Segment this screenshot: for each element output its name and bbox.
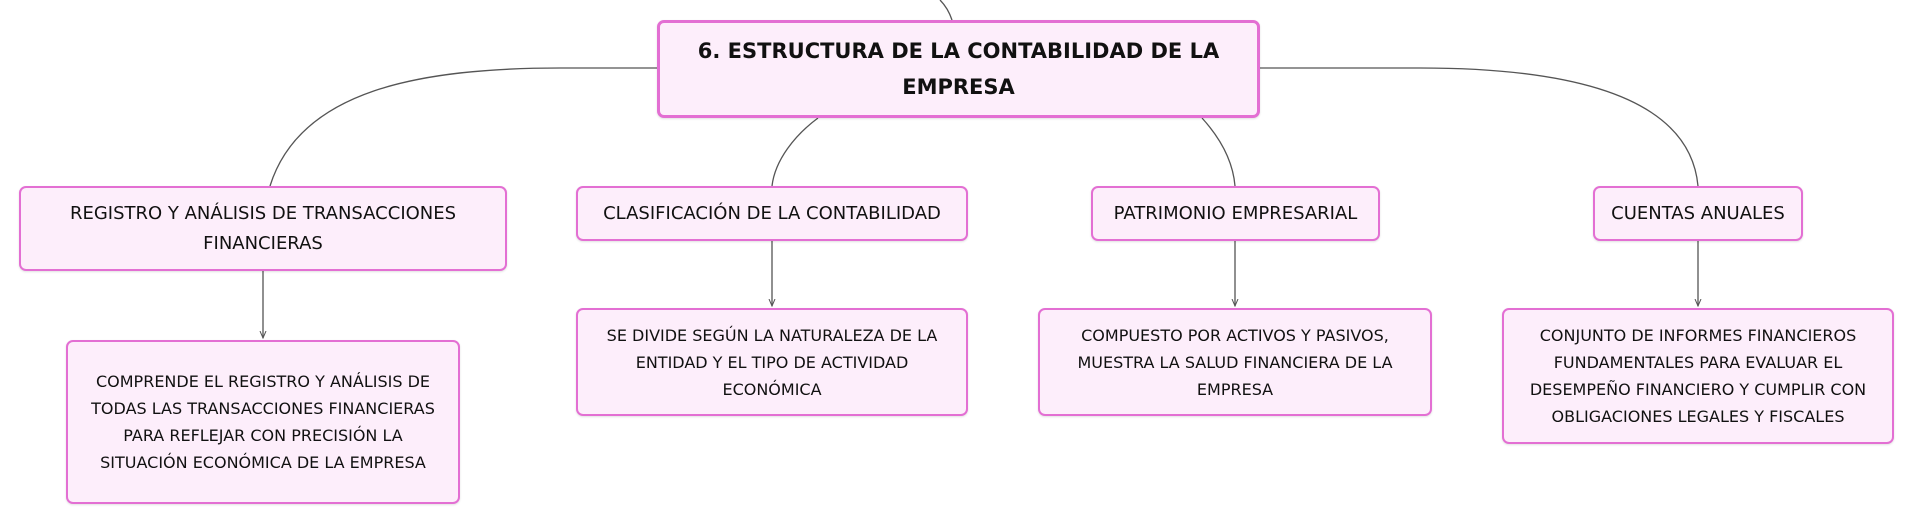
connector-root-branch-4 xyxy=(1260,67,1699,187)
branch-registro-analisis[interactable]: REGISTRO Y ANÁLISIS DE TRANSACCIONES FIN… xyxy=(19,186,507,271)
branch-cuentas-anuales[interactable]: CUENTAS ANUALES xyxy=(1593,186,1803,241)
detail-text: CONJUNTO DE INFORMES FINANCIEROS FUNDAME… xyxy=(1529,326,1867,426)
branch-label: CLASIFICACIÓN DE LA CONTABILIDAD xyxy=(603,202,941,224)
branch-label: CUENTAS ANUALES xyxy=(1611,202,1785,224)
detail-text: SE DIVIDE SEGÚN LA NATURALEZA DE LA ENTI… xyxy=(606,325,938,399)
detail-clasificacion[interactable]: SE DIVIDE SEGÚN LA NATURALEZA DE LA ENTI… xyxy=(576,308,968,416)
branch-label: REGISTRO Y ANÁLISIS DE TRANSACCIONES FIN… xyxy=(69,202,457,254)
detail-patrimonio[interactable]: COMPUESTO POR ACTIVOS Y PASIVOS, MUESTRA… xyxy=(1038,308,1432,416)
detail-text: COMPUESTO POR ACTIVOS Y PASIVOS, MUESTRA… xyxy=(1077,325,1393,399)
root-topic[interactable]: 6. ESTRUCTURA DE LA CONTABILIDAD DE LA E… xyxy=(657,20,1260,118)
connector-root-branch-1 xyxy=(269,67,657,187)
connector-incoming xyxy=(939,0,953,21)
detail-cuentas-anuales[interactable]: CONJUNTO DE INFORMES FINANCIEROS FUNDAME… xyxy=(1502,308,1894,444)
detail-registro-analisis[interactable]: COMPRENDE EL REGISTRO Y ANÁLISIS DE TODA… xyxy=(66,340,460,504)
branch-patrimonio[interactable]: PATRIMONIO EMPRESARIAL xyxy=(1091,186,1380,241)
branch-label: PATRIMONIO EMPRESARIAL xyxy=(1113,202,1358,224)
root-topic-label: 6. ESTRUCTURA DE LA CONTABILIDAD DE LA E… xyxy=(697,39,1220,99)
connector-root-branch-2 xyxy=(771,117,819,187)
detail-text: COMPRENDE EL REGISTRO Y ANÁLISIS DE TODA… xyxy=(91,372,435,472)
connector-root-branch-3 xyxy=(1201,117,1236,187)
branch-clasificacion[interactable]: CLASIFICACIÓN DE LA CONTABILIDAD xyxy=(576,186,968,241)
